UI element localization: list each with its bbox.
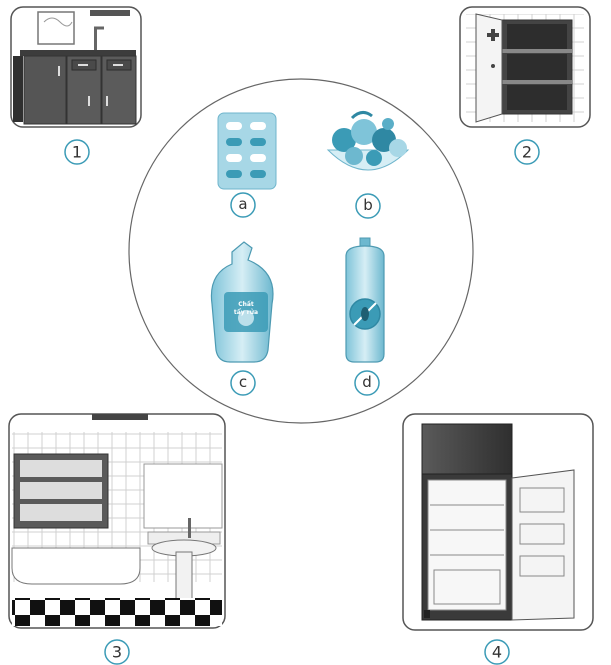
cabinet-illustration bbox=[466, 13, 584, 123]
scene-refrigerator: 4 bbox=[402, 413, 594, 665]
scene-refrigerator-number: 4 bbox=[492, 643, 502, 662]
fruit-bowl-illustration bbox=[326, 111, 410, 171]
refrigerator-illustration bbox=[421, 423, 575, 621]
item-toilet-cleaner-letter: c bbox=[239, 373, 247, 391]
scene-cabinet-number-badge bbox=[514, 139, 540, 165]
item-pills-letter: a bbox=[238, 195, 247, 213]
item-pills: a bbox=[217, 112, 277, 218]
scene-kitchen: 1 bbox=[10, 6, 142, 165]
bathroom-illustration bbox=[11, 414, 223, 626]
item-fruit-bowl-letter-badge bbox=[355, 193, 381, 219]
scene-kitchen-number-badge bbox=[64, 139, 90, 165]
item-toilet-cleaner-letter-badge bbox=[230, 370, 256, 396]
item-insect-spray-letter-badge bbox=[354, 370, 380, 396]
scene-bathroom: 3 bbox=[8, 413, 226, 665]
kitchen-illustration bbox=[13, 10, 137, 125]
insect-spray-illustration bbox=[345, 237, 385, 363]
center-circle bbox=[128, 78, 474, 424]
scene-cabinet-number: 2 bbox=[522, 143, 532, 162]
pills-illustration bbox=[217, 112, 277, 190]
toilet-cleaner-illustration bbox=[210, 241, 274, 363]
scene-bathroom-number-badge bbox=[104, 639, 130, 665]
item-pills-letter-badge bbox=[230, 192, 256, 218]
scene-refrigerator-number-badge bbox=[484, 639, 510, 665]
scene-kitchen-number: 1 bbox=[72, 143, 82, 162]
toilet-cleaner-label-line-1: Chất bbox=[238, 301, 254, 308]
scene-bathroom-number: 3 bbox=[112, 643, 122, 662]
scene-cabinet: 2 bbox=[459, 6, 591, 165]
item-insect-spray: d bbox=[345, 237, 385, 396]
item-fruit-bowl: b bbox=[326, 111, 410, 219]
item-fruit-bowl-letter: b bbox=[363, 196, 373, 214]
toilet-cleaner-label-line-2: tẩy rửa bbox=[234, 309, 258, 316]
item-insect-spray-letter: d bbox=[362, 373, 372, 391]
item-toilet-cleaner: Chất tẩy rửa c bbox=[210, 241, 274, 396]
